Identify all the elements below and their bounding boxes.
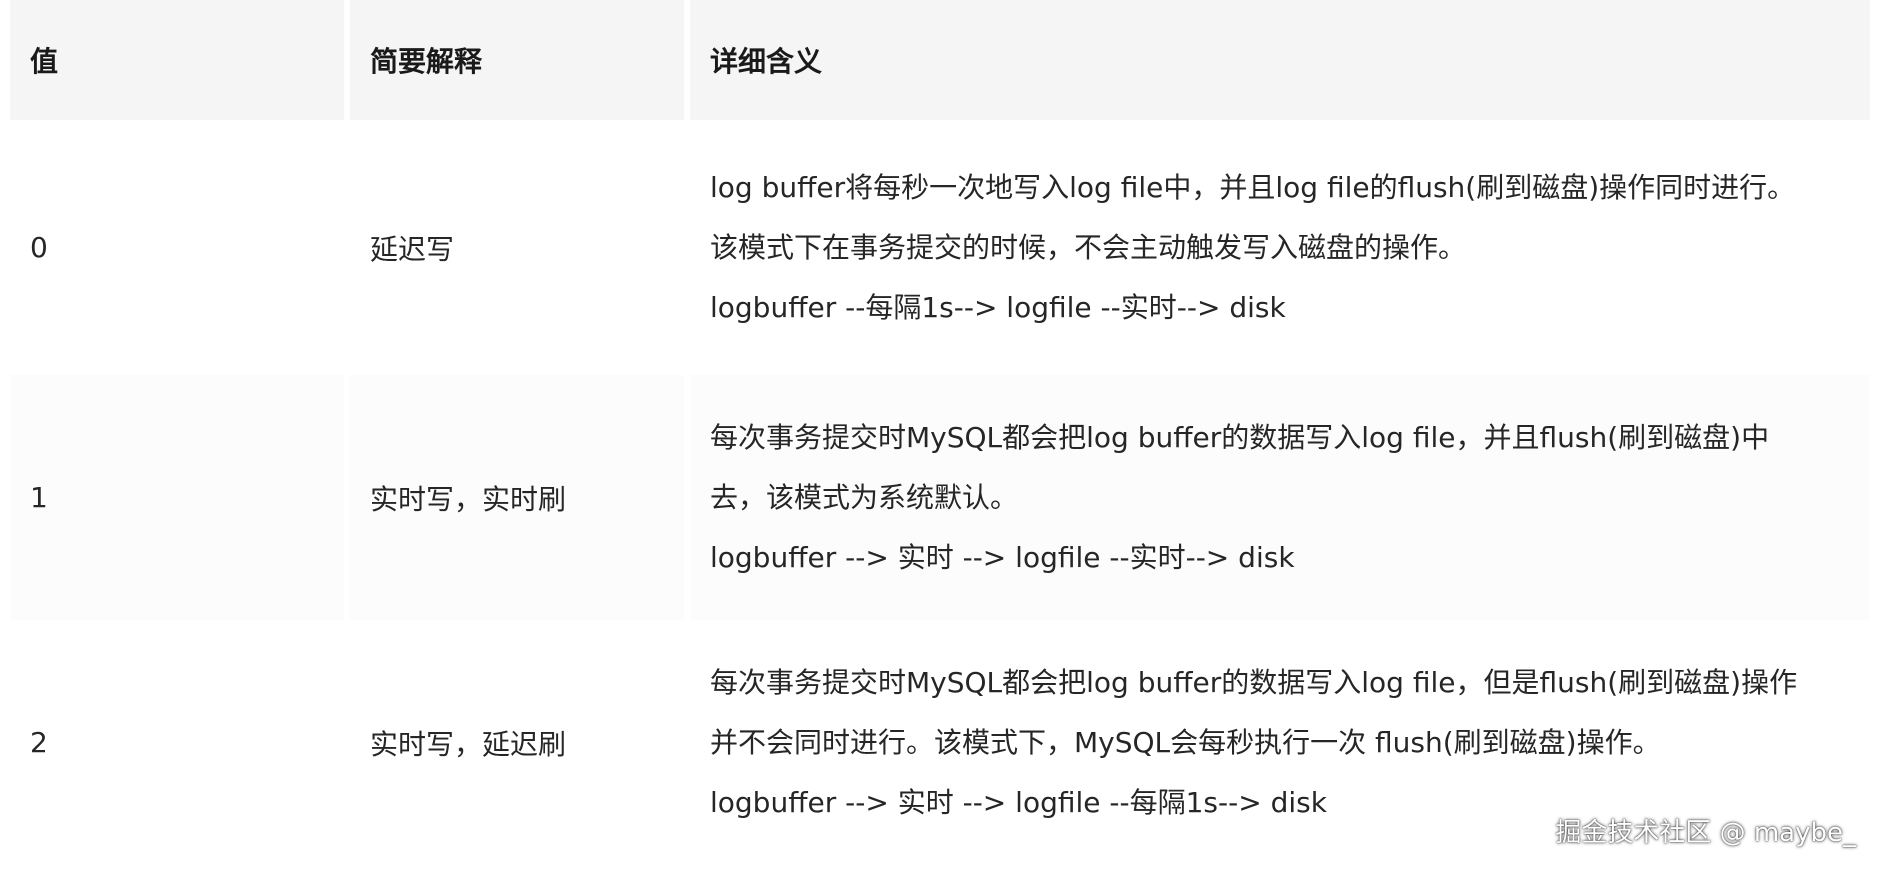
header-row: 值 简要解释 详细含义 — [10, 0, 1870, 120]
table-body: 0 延迟写 log buffer将每秒一次地写入log file中，并且log … — [10, 120, 1870, 865]
header-brief: 简要解释 — [350, 0, 684, 120]
cell-detail: 每次事务提交时MySQL都会把log buffer的数据写入log file，但… — [690, 620, 1870, 865]
cell-value: 1 — [10, 375, 344, 620]
cell-value: 2 — [30, 726, 48, 759]
table-row: 0 延迟写 log buffer将每秒一次地写入log file中，并且log … — [10, 120, 1870, 375]
detail-line: 并不会同时进行。该模式下，MySQL会每秒执行一次 flush(刷到磁盘)操作。 — [710, 725, 1661, 759]
cell-value: 0 — [30, 231, 48, 264]
info-table: 值 简要解释 详细含义 0 延迟写 log buffer将每秒一次地写入log … — [4, 0, 1876, 865]
cell-brief: 实时写，延迟刷 — [370, 727, 567, 761]
cell-detail: 每次事务提交时MySQL都会把log buffer的数据写入log file，并… — [690, 375, 1870, 620]
detail-line: 去，该模式为系统默认。 — [710, 480, 1019, 514]
cell-brief: 延迟写 — [370, 232, 455, 266]
table-header: 值 简要解释 详细含义 — [10, 0, 1870, 120]
header-value: 值 — [10, 0, 344, 120]
table-row: 1 实时写，实时刷 每次事务提交时MySQL都会把log buffer的数据写入… — [10, 375, 1870, 620]
cell-brief: 实时写，实时刷 — [350, 375, 684, 620]
detail-line: 该模式下在事务提交的时候，不会主动触发写入磁盘的操作。 — [710, 230, 1467, 264]
cell-detail: log buffer将每秒一次地写入log file中，并且log file的f… — [690, 120, 1870, 375]
detail-line: 每次事务提交时MySQL都会把log buffer的数据写入log file，但… — [710, 665, 1798, 699]
detail-line: log buffer将每秒一次地写入log file中，并且log file的f… — [710, 170, 1796, 204]
detail-line: logbuffer --> 实时 --> logfile --实时--> dis… — [710, 540, 1295, 574]
detail-line: logbuffer --> 实时 --> logfile --每隔1s--> d… — [710, 785, 1327, 819]
detail-line: logbuffer --每隔1s--> logfile --实时--> disk — [710, 290, 1286, 324]
watermark: 掘金技术社区 @ maybe_ — [1555, 818, 1856, 848]
header-detail: 详细含义 — [690, 0, 1870, 120]
table-row: 2 实时写，延迟刷 每次事务提交时MySQL都会把log buffer的数据写入… — [10, 620, 1870, 865]
detail-line: 每次事务提交时MySQL都会把log buffer的数据写入log file，并… — [710, 420, 1770, 454]
